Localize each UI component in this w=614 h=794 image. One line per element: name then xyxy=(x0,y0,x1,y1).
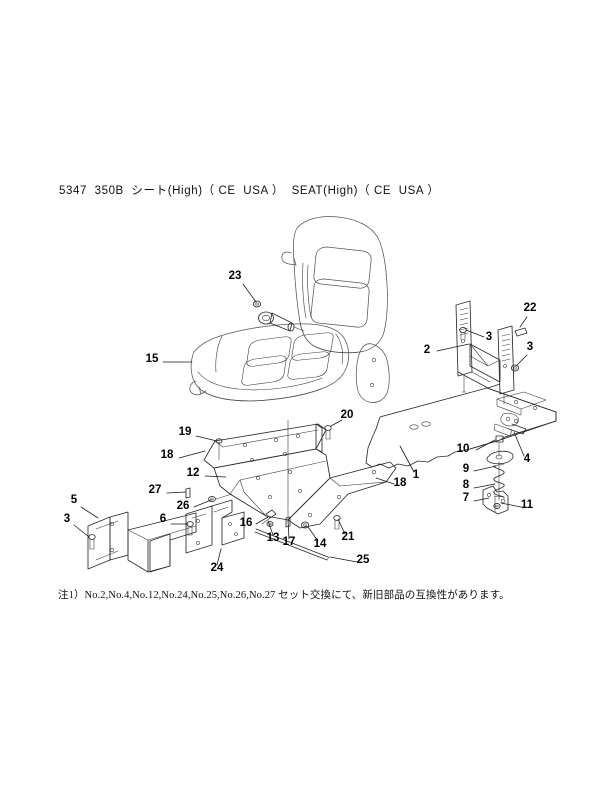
footnote-text: 注1）No.2,No.4,No.12,No.24,No.25,No.26,No.… xyxy=(58,590,510,601)
callout-1: 1 xyxy=(413,469,420,481)
bolt-20 xyxy=(324,425,332,440)
bolt-3b xyxy=(510,364,520,372)
callout-2: 2 xyxy=(424,344,430,356)
callout-24: 24 xyxy=(211,562,224,574)
callout-15: 15 xyxy=(146,353,159,365)
callout-3c: 3 xyxy=(64,513,70,525)
callout-23: 23 xyxy=(229,270,242,282)
callout-17: 17 xyxy=(283,536,296,548)
callout-13: 13 xyxy=(267,532,280,544)
callout-16: 16 xyxy=(240,517,253,529)
washer-9 xyxy=(486,450,514,465)
callout-7: 7 xyxy=(463,492,469,504)
leader-lines xyxy=(73,283,528,566)
callout-numbers: 1 2 3 3 3 4 5 6 7 8 9 10 11 12 13 14 15 … xyxy=(64,270,537,574)
callout-14: 14 xyxy=(314,538,327,550)
lower-bracket-7 xyxy=(482,485,509,515)
coil-spring-8 xyxy=(493,461,505,501)
callout-9: 9 xyxy=(463,463,469,475)
callout-12: 12 xyxy=(187,467,200,479)
callout-27: 27 xyxy=(149,484,162,496)
callout-3a: 3 xyxy=(486,331,492,343)
bolt-3c xyxy=(88,534,96,550)
callout-21: 21 xyxy=(342,531,355,543)
middle-mount-plate xyxy=(287,461,397,529)
washer-14 xyxy=(300,521,310,529)
suspension-spring-assembly xyxy=(482,435,514,515)
pin-16 xyxy=(261,509,277,525)
callout-5: 5 xyxy=(71,494,78,506)
callout-19: 19 xyxy=(179,426,192,438)
page-title: 5347 350B シート(High)（ CE USA ） SEAT(High)… xyxy=(59,185,440,197)
seat-pivot-hardware xyxy=(252,300,305,332)
rod-25 xyxy=(254,528,330,561)
callout-20: 20 xyxy=(341,409,354,421)
left-slide-rail-plate xyxy=(203,419,331,521)
callout-6: 6 xyxy=(160,513,166,525)
clip-22 xyxy=(514,327,528,337)
pin-17 xyxy=(285,516,291,528)
rear-mount-bracket xyxy=(455,300,528,405)
callout-26: 26 xyxy=(177,500,190,512)
callout-3b: 3 xyxy=(527,341,533,353)
rail-linkage-hardware xyxy=(185,487,330,561)
washer-26 xyxy=(208,495,216,503)
pin-10 xyxy=(495,435,504,457)
callout-18a: 18 xyxy=(161,449,174,461)
bolt-11 xyxy=(493,502,501,510)
callout-18b: 18 xyxy=(394,477,407,489)
callout-10: 10 xyxy=(457,443,470,455)
callout-11: 11 xyxy=(521,499,534,511)
seat-cushion xyxy=(189,323,350,402)
bolt-21 xyxy=(333,515,341,530)
pin-27 xyxy=(185,487,191,499)
callout-8: 8 xyxy=(463,479,470,491)
callout-4: 4 xyxy=(524,453,531,465)
callout-25: 25 xyxy=(357,554,370,566)
seat-backrest xyxy=(281,216,390,403)
callout-22: 22 xyxy=(524,302,537,314)
